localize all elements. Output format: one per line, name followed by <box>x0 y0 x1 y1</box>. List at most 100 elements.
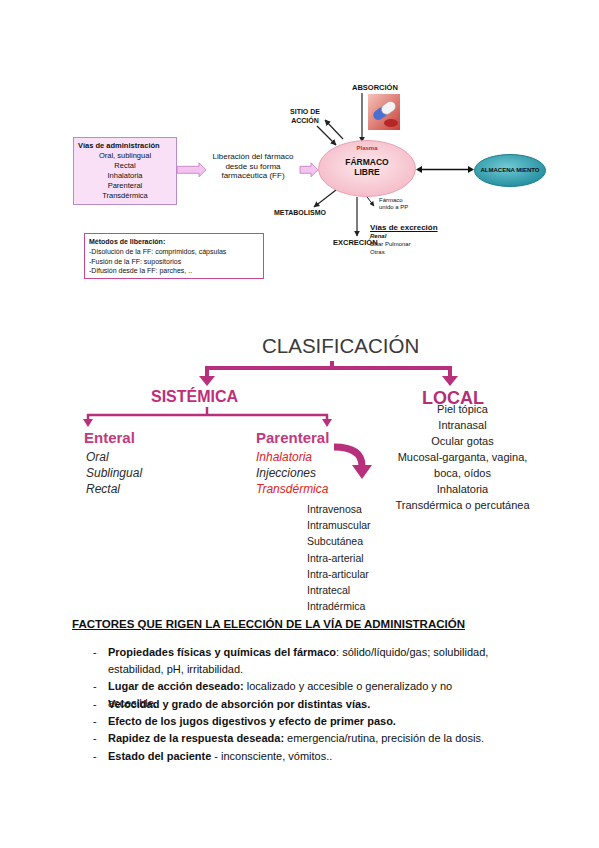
section-heading: Vías de excreción <box>370 223 438 232</box>
route-item: Mucosal-garganta, vagina, boca, oídos <box>385 449 540 481</box>
route-item: Intramuscular <box>307 519 371 532</box>
ellipse-outline <box>319 141 416 197</box>
arrow-head <box>352 465 372 479</box>
tree-arrows <box>87 361 452 466</box>
arrow-head <box>416 166 422 173</box>
bullet-dash: - <box>93 713 97 730</box>
plasma-ellipse: PlasmaFÁRMACO LIBRE <box>318 140 416 197</box>
node-heading: Plasma <box>356 145 377 152</box>
section-title: CLASIFICACIÓN <box>262 334 419 358</box>
binding-arrow <box>367 197 374 206</box>
bullet-term: Lugar de acción deseado: <box>108 680 244 692</box>
bullet-term: Propiedades físicas y químicas del fárma… <box>108 646 336 658</box>
route-item: Otras <box>370 249 385 256</box>
bullet-item: -Estado del paciente- inconsciente, vómi… <box>93 748 504 765</box>
route-item: Ocular gotas <box>385 433 540 449</box>
note-text: Fármaco unido a PP <box>379 197 417 211</box>
route-item: Inhalatoria <box>385 481 540 497</box>
node-text: Rectal <box>78 161 172 171</box>
route-item: Biliar Pulmonar <box>370 241 411 248</box>
absorption-image <box>368 94 400 130</box>
metabolism-arrow <box>314 190 336 207</box>
bullet-item: -Rapidez de la respuesta deseada:emergen… <box>93 730 504 747</box>
curved-arrow <box>334 447 362 466</box>
absorption-image <box>384 119 398 127</box>
tree-line <box>205 366 209 377</box>
route-item: Intra-articular <box>307 568 369 581</box>
connector-line <box>421 169 469 170</box>
section-heading: FACTORES QUE RIGEN LA ELECCIÓN DE LA VÍA… <box>72 617 465 631</box>
ellipse-outline <box>475 155 546 187</box>
node-text: Oral, sublingual <box>78 151 172 161</box>
route-item: Piel tópica <box>385 401 540 417</box>
bullet-term: Efecto de los jugos digestivos y efecto … <box>108 715 396 727</box>
route-box: Vías de administraciónOral, sublingualRe… <box>73 137 177 205</box>
route-item: Inhalatoria <box>256 450 312 465</box>
node-text: -Fusión de la FF: supositorios <box>89 257 259 267</box>
bullet-term: Estado del paciente <box>108 750 211 762</box>
bullet-dash: - <box>93 678 97 695</box>
block-arrow <box>300 163 318 177</box>
node-heading: Métodos de liberación: <box>89 237 259 247</box>
bullet-text: emergencia/rutina, precisión de la dosis… <box>287 732 484 744</box>
tree-line <box>87 414 328 417</box>
arrow-head <box>83 419 93 427</box>
arrow-head <box>199 376 215 386</box>
process-label: METABOLISMO <box>274 209 326 217</box>
route-item: Sublingual <box>86 466 142 481</box>
bullet-item: -Efecto de los jugos digestivos y efecto… <box>93 713 504 730</box>
route-item: Rectal <box>86 482 120 497</box>
bullet-item: -Velocidad y grado de absorción por dist… <box>93 696 504 713</box>
node-text: Parenteral <box>78 181 172 191</box>
bullet-dash: - <box>93 644 97 661</box>
node-text: -Disolución de la FF: comprimidos, cápsu… <box>89 247 259 257</box>
category-heading: SISTÉMICA <box>151 388 238 406</box>
bullet-text: - inconsciente, vómitos.. <box>214 750 332 762</box>
node-text: FÁRMACO LIBRE <box>337 157 397 177</box>
route-item: Intradérmica <box>307 600 365 613</box>
connector <box>177 163 318 177</box>
bullet-item: -Propiedades físicas y químicas del fárm… <box>93 644 504 678</box>
method-box: Métodos de liberación:-Disolución de la … <box>84 233 264 279</box>
connector <box>416 166 474 173</box>
bullet-dash: - <box>93 748 97 765</box>
excretion-arrow <box>356 197 357 236</box>
subcategory-heading: Enteral <box>84 429 135 446</box>
tree-line <box>205 366 452 370</box>
bullet-term: Rapidez de la respuesta deseada: <box>108 732 284 744</box>
block-arrow <box>177 163 206 177</box>
bullet-term: Velocidad y grado de absorción por disti… <box>108 698 370 710</box>
absorption-arrow <box>361 93 362 142</box>
node-text: Inhalatoria <box>78 171 172 181</box>
bullet-dash: - <box>93 730 97 747</box>
route-item: Oral <box>86 450 109 465</box>
node-heading: Vías de administración <box>78 141 172 151</box>
tree-arrowheads <box>83 376 458 479</box>
edge-label: Liberación del fármaco desde su forma fa… <box>203 152 303 181</box>
capsule-symbol <box>379 99 397 116</box>
capsule-symbol <box>371 99 397 122</box>
node-text: Transdérmica <box>78 191 172 201</box>
bullet-dash: - <box>93 696 97 713</box>
route-item: Subcutánea <box>307 535 363 548</box>
route-item: Intratecal <box>307 584 350 597</box>
route-item: Intranasal <box>385 417 540 433</box>
route-item: Intra-arterial <box>307 552 364 565</box>
storage-ellipse: ALMACENA MIENTO <box>474 154 546 187</box>
node-text: -Difusión desde la FF: parches, .. <box>89 266 259 276</box>
route-item: Injecciones <box>256 466 316 481</box>
route-item: Transdérmica <box>256 482 328 497</box>
route-item: Intravenosa <box>307 503 362 516</box>
process-label: SITIO DE ACCIÓN <box>282 108 328 125</box>
arrow-head <box>442 376 458 386</box>
arrow-head <box>468 166 474 173</box>
site-arrow <box>325 120 343 139</box>
process-label: ABSORCIÓN <box>352 83 398 92</box>
subcategory-heading: Parenteral <box>256 429 329 446</box>
node-heading: ALMACENA MIENTO <box>481 167 540 174</box>
tree-line <box>448 366 452 377</box>
route-item: Renal <box>370 233 386 240</box>
route-item: Transdérmica o percutánea <box>385 497 540 513</box>
